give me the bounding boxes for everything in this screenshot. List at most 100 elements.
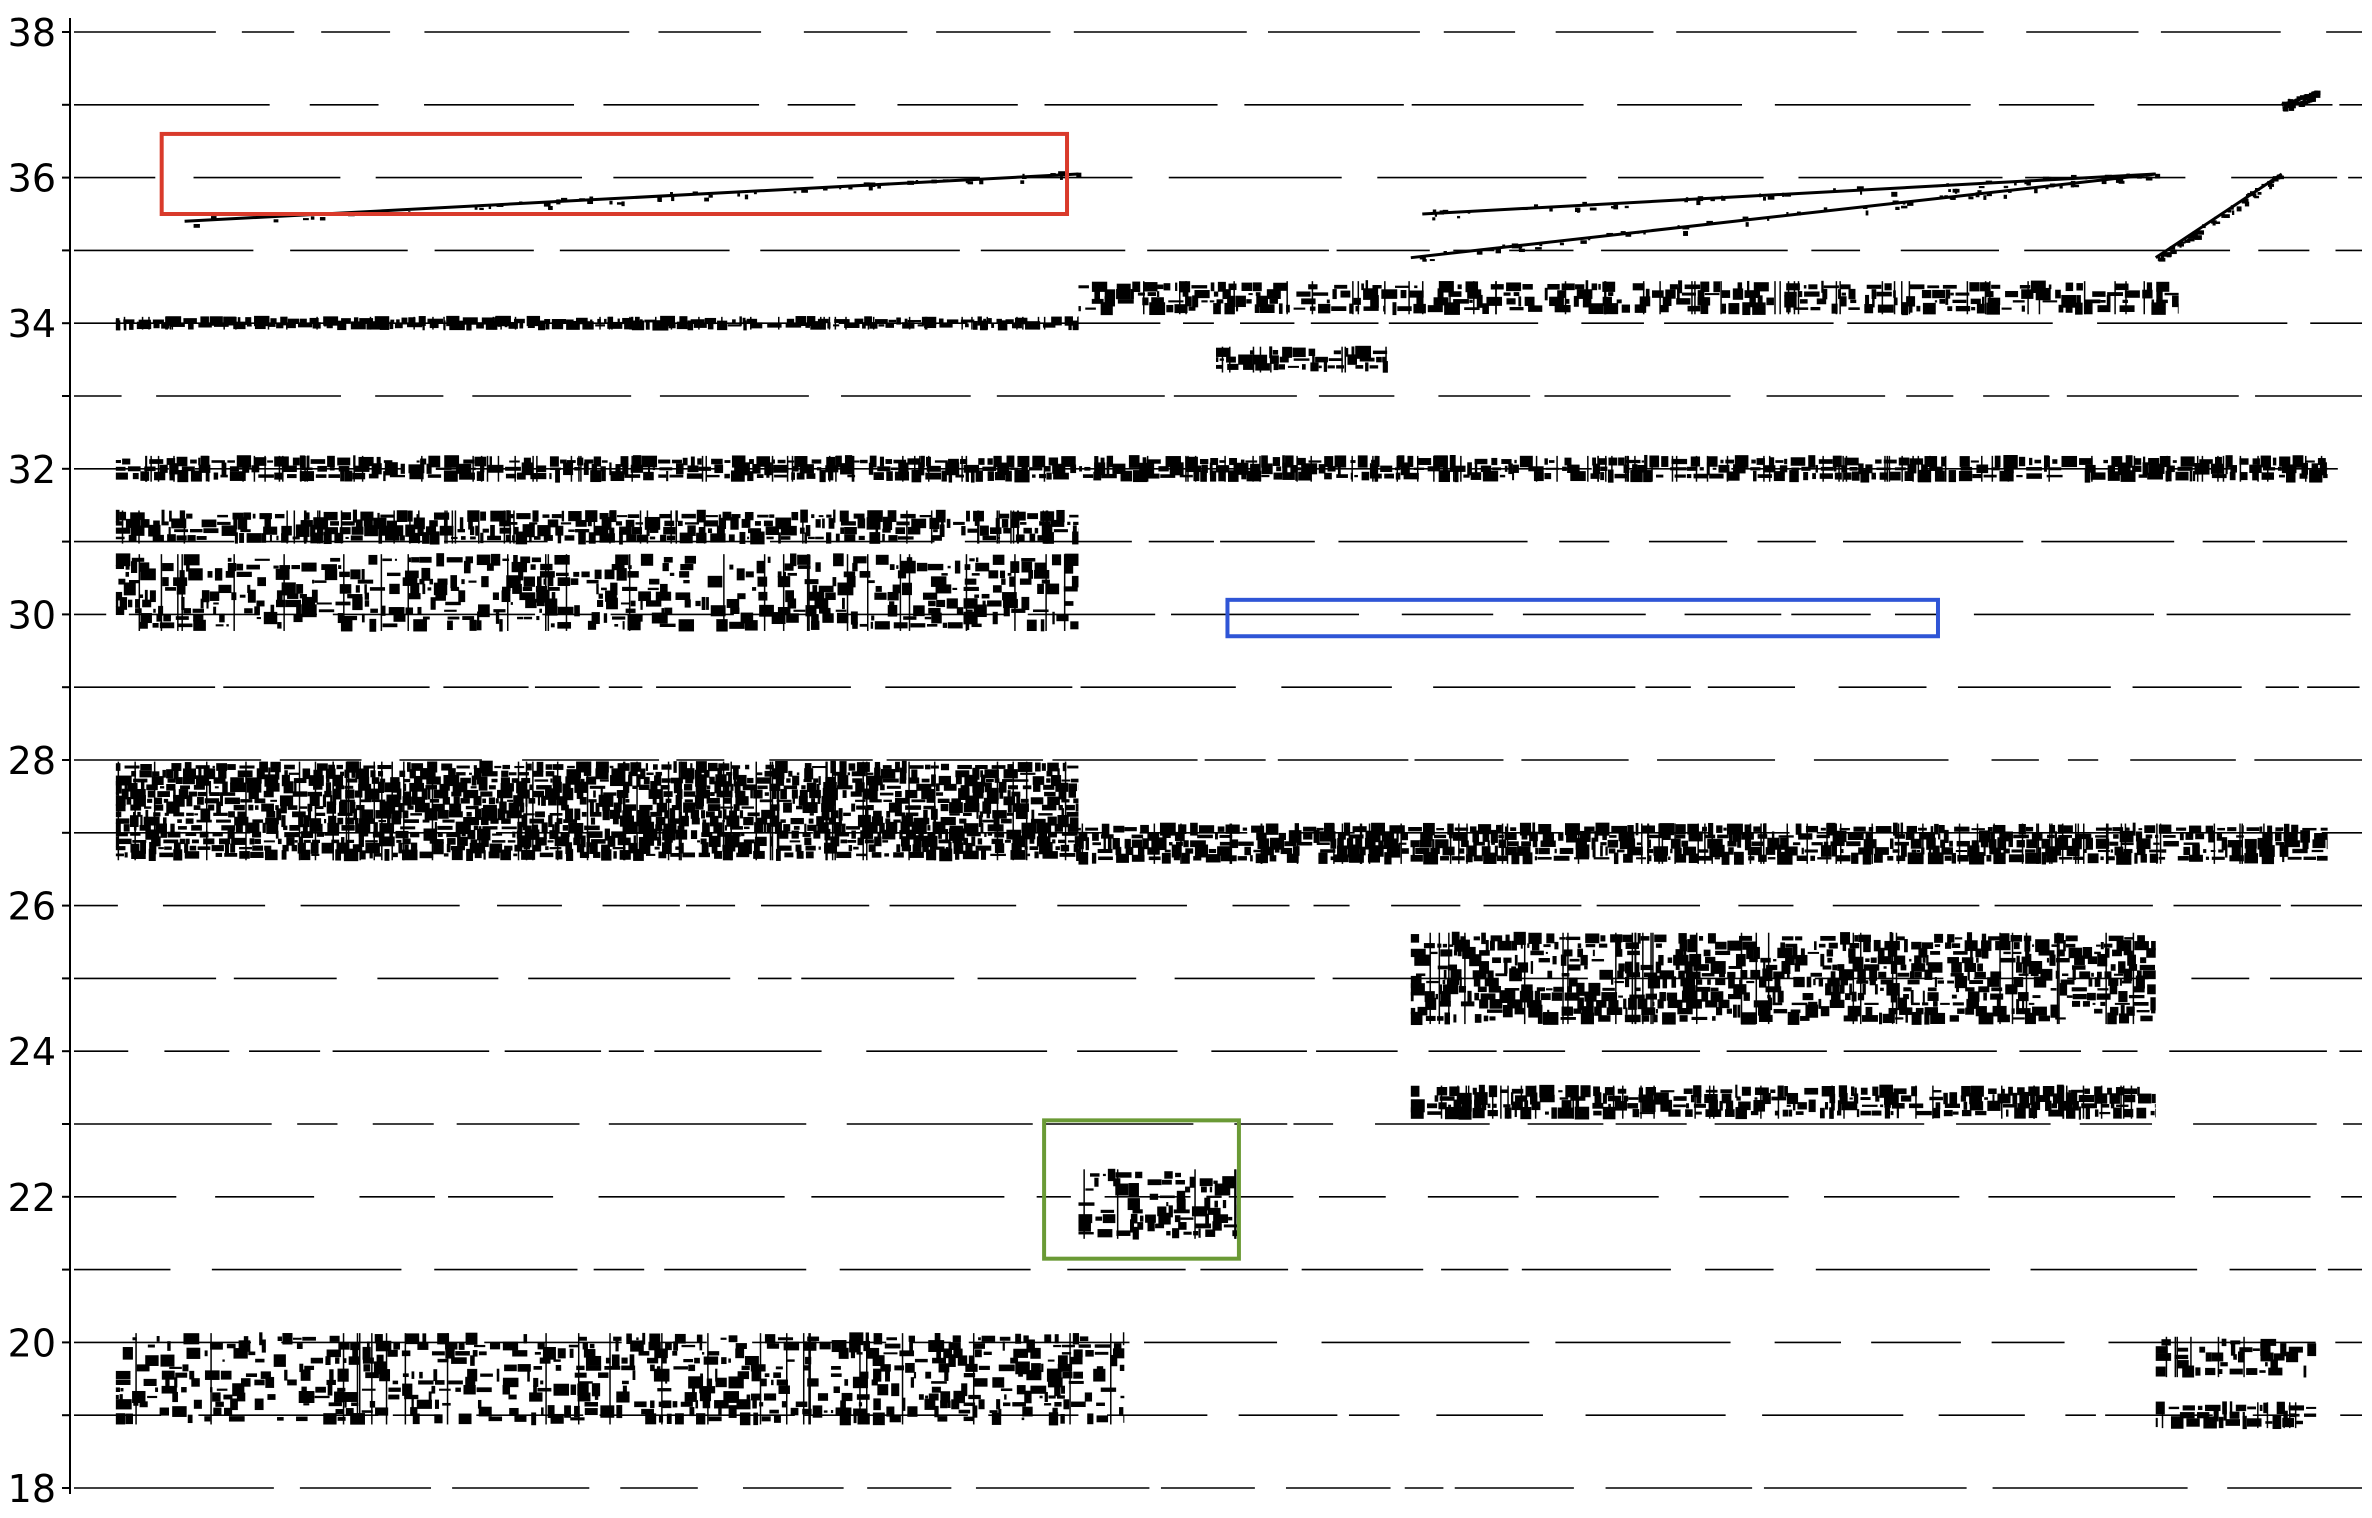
data-mark <box>337 613 344 624</box>
data-mark <box>1666 992 1678 1001</box>
data-mark <box>490 510 506 522</box>
data-mark <box>568 511 582 522</box>
data-mark <box>1996 997 2001 1011</box>
data-mark <box>2284 823 2290 835</box>
data-mark <box>1816 298 1827 305</box>
data-mark <box>1629 994 1645 999</box>
data-mark <box>825 592 836 601</box>
data-mark <box>175 777 183 785</box>
data-mark <box>369 587 386 591</box>
data-mark <box>1457 284 1462 290</box>
data-mark <box>1909 971 1915 979</box>
data-mark <box>115 591 123 601</box>
data-mark <box>1163 283 1171 291</box>
data-mark <box>1297 841 1313 846</box>
data-mark <box>1071 575 1079 588</box>
data-mark <box>660 583 668 594</box>
data-mark <box>1800 1015 1810 1021</box>
data-mark <box>615 464 621 474</box>
data-mark <box>1176 841 1183 846</box>
data-mark <box>874 319 888 323</box>
data-mark <box>1006 455 1015 468</box>
data-mark <box>979 525 989 536</box>
data-mark <box>1078 851 1089 865</box>
data-mark <box>499 527 512 534</box>
data-mark <box>1909 284 1925 290</box>
data-mark <box>1009 576 1016 587</box>
data-mark <box>2124 937 2134 940</box>
data-mark <box>613 851 617 859</box>
data-mark <box>511 778 519 783</box>
data-mark <box>115 509 120 523</box>
data-mark <box>1914 955 1922 966</box>
data-mark <box>652 797 657 805</box>
data-mark <box>1112 837 1120 850</box>
data-mark <box>1795 1111 1804 1115</box>
data-mark <box>2023 935 2032 942</box>
data-mark <box>266 782 280 792</box>
data-mark <box>726 598 740 608</box>
data-mark <box>1035 762 1041 772</box>
data-mark <box>1091 852 1097 864</box>
data-mark <box>1856 1109 1860 1118</box>
data-mark <box>2097 988 2109 991</box>
data-mark <box>1551 992 1563 1001</box>
data-mark <box>938 839 951 844</box>
data-mark <box>2301 462 2309 475</box>
data-mark <box>917 324 924 327</box>
data-mark <box>805 524 811 537</box>
data-mark <box>1147 832 1160 841</box>
data-mark <box>1137 846 1145 856</box>
data-mark <box>578 531 586 545</box>
data-mark <box>567 765 575 769</box>
data-mark <box>711 458 723 465</box>
data-mark <box>2134 852 2138 864</box>
data-mark <box>510 602 513 605</box>
data-mark <box>1780 942 1786 949</box>
data-mark <box>954 560 961 574</box>
data-mark <box>1274 849 1280 853</box>
data-mark <box>912 844 922 852</box>
data-mark <box>139 594 144 598</box>
data-mark <box>493 609 506 613</box>
data-mark <box>1494 845 1498 857</box>
data-mark <box>1618 963 1625 972</box>
data-mark <box>261 533 267 543</box>
data-mark <box>882 778 899 783</box>
data-mark <box>1089 1173 1100 1177</box>
data-mark <box>218 838 231 845</box>
data-mark <box>291 565 300 570</box>
data-mark <box>1205 1229 1216 1237</box>
data-mark <box>1225 824 1240 834</box>
data-mark <box>303 839 311 843</box>
data-mark <box>1310 362 1319 372</box>
data-mark <box>1767 857 1776 860</box>
data-mark <box>590 319 593 323</box>
data-mark <box>939 323 953 328</box>
data-mark <box>743 816 754 826</box>
data-mark <box>1078 1231 1094 1235</box>
data-mark <box>1459 977 1462 987</box>
data-mark <box>933 529 938 533</box>
data-mark <box>499 801 507 814</box>
data-mark <box>1552 956 1557 965</box>
data-mark <box>1875 459 1882 464</box>
data-mark <box>696 532 707 544</box>
data-mark <box>1319 831 1336 842</box>
data-mark <box>201 519 217 528</box>
data-mark <box>1511 1101 1523 1111</box>
data-mark <box>555 469 560 483</box>
data-mark <box>352 596 363 611</box>
data-mark <box>1871 472 1876 480</box>
data-mark <box>547 519 559 528</box>
data-mark <box>900 513 916 519</box>
data-mark <box>1442 466 1448 471</box>
data-mark <box>791 466 799 472</box>
data-mark <box>1469 954 1482 967</box>
data-mark <box>2057 824 2064 834</box>
data-mark <box>2292 455 2304 468</box>
data-mark <box>122 458 131 465</box>
data-mark <box>529 533 532 543</box>
data-mark <box>972 781 985 793</box>
data-mark <box>176 535 187 541</box>
